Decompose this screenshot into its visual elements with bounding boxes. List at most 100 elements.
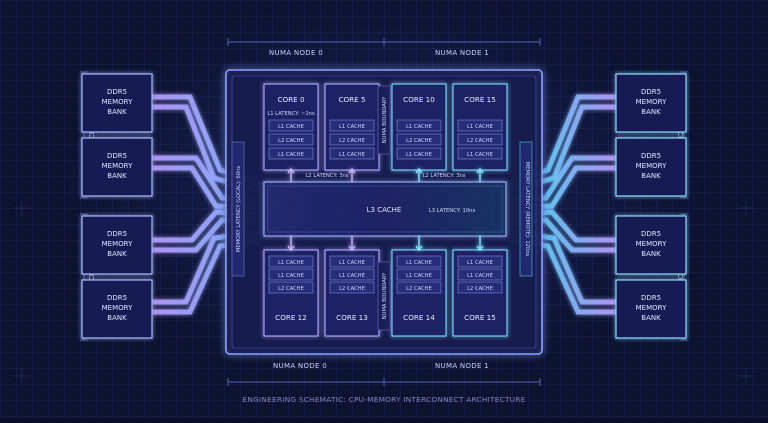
cache-label: L1 CACHE [278,273,304,279]
cache-label: L1 CACHE [278,260,304,266]
local-latency-strip [231,141,245,277]
cache-label: L1 CACHE [467,124,493,130]
numa-boundary-tag-top [377,85,391,155]
cache-slot [268,268,314,281]
link-arrow [287,167,295,174]
memory-bank-label: BANK [107,108,127,116]
cache-slot [396,119,442,132]
cache-slot [457,255,503,268]
link-arrow [476,245,484,252]
cache-label: L2 CACHE [278,286,304,292]
memory-bank-box [81,137,153,197]
cache-slot [329,255,375,268]
memory-bank-label: DDR5 [107,88,127,96]
link-arrow [348,245,356,252]
memory-bank-box [81,73,153,133]
memory-bank-label: BANK [641,250,661,258]
memory-channel-b-label: MEMORY CHANNEL B [676,98,684,172]
memory-bank-label: BANK [641,172,661,180]
cache-label: L1 CACHE [406,152,432,158]
cache-slot [396,133,442,146]
memory-bank-label: MEMORY [102,162,133,170]
link-arrow [476,167,484,174]
numa-node-label-top-right: NUMA NODE 1 [435,49,489,57]
core-label: CORE 10 [403,95,435,104]
cache-slot [457,119,503,132]
memory-channel-a-label: MEMORY CHANNEL A [88,98,96,172]
memory-bank-label: MEMORY [636,304,667,312]
cache-slot [396,147,442,160]
cache-slot [268,133,314,146]
cache-label: L1 CACHE [339,124,365,130]
cache-slot [396,255,442,268]
cache-slot [268,147,314,160]
link-arrow [415,245,423,252]
cache-label: L2 CACHE [339,286,365,292]
footer-caption: ENGINEERING SCHEMATIC: CPU-MEMORY INTERC… [243,395,526,404]
memory-bank-box [81,215,153,275]
memory-bank-label: BANK [641,108,661,116]
cache-slot [268,255,314,268]
cache-slot [329,268,375,281]
cache-label: L1 CACHE [467,273,493,279]
cache-label: L2 CACHE [406,286,432,292]
memory-bank-label: MEMORY [102,304,133,312]
memory-bank-label: MEMORY [102,98,133,106]
memory-bank-box [615,137,687,197]
memory-bank-label: DDR5 [641,88,661,96]
memory-bank-label: DDR5 [641,230,661,238]
cache-slot [457,147,503,160]
remote-memory-latency-label: MEMORY LATENCY (REMOTE): 120ns [524,162,530,257]
memory-channel-d-label: MEMORY CHANNEL D [676,240,684,314]
cache-label: L1 CACHE [339,273,365,279]
cache-label: L1 CACHE [278,124,304,130]
memory-bank-label: BANK [641,314,661,322]
cache-label: L2 CACHE [467,138,493,144]
numa-node-label-bottom-right: NUMA NODE 1 [435,362,489,370]
core-label: CORE 14 [403,313,435,322]
memory-bank-label: DDR5 [107,230,127,238]
cache-label: L2 CACHE [406,138,432,144]
cache-slot [329,147,375,160]
core-label: CORE 12 [275,313,307,322]
cache-label: L1 CACHE [406,260,432,266]
cache-label: L1 CACHE [467,260,493,266]
l2-latency-label-right: L2 LATENCY: 3ns [422,173,465,179]
core-tile: L1 CACHE L1 CACHE L2 CACHE CORE 12 [263,249,319,337]
core-label: CORE 15 [464,313,496,322]
memory-bank-label: BANK [107,172,127,180]
cache-slot [396,268,442,281]
memory-bank-label: DDR5 [641,152,661,160]
cache-slot [268,281,314,294]
numa-boundary-label-top: NUMA BOUNDARY [382,96,388,143]
memory-bank-label: DDR5 [641,294,661,302]
memory-bank-label: MEMORY [636,162,667,170]
memory-banks: DDR5MEMORYBANKDDR5MEMORYBANKDDR5MEMORYBA… [81,73,687,339]
memory-bank-label: MEMORY [102,240,133,248]
link-arrow [415,167,423,174]
core-label: CORE 0 [277,95,304,104]
cache-slot [329,281,375,294]
cache-label: L1 CACHE [467,152,493,158]
l3-cache-inner [267,185,503,233]
numa-node-label-bottom-left: NUMA NODE 0 [273,362,327,370]
cache-slot [329,133,375,146]
link-arrow [348,167,356,174]
cache-label: L2 CACHE [339,138,365,144]
cache-label: L2 CACHE [467,286,493,292]
memory-bank-box [615,215,687,275]
cache-slot [268,119,314,132]
